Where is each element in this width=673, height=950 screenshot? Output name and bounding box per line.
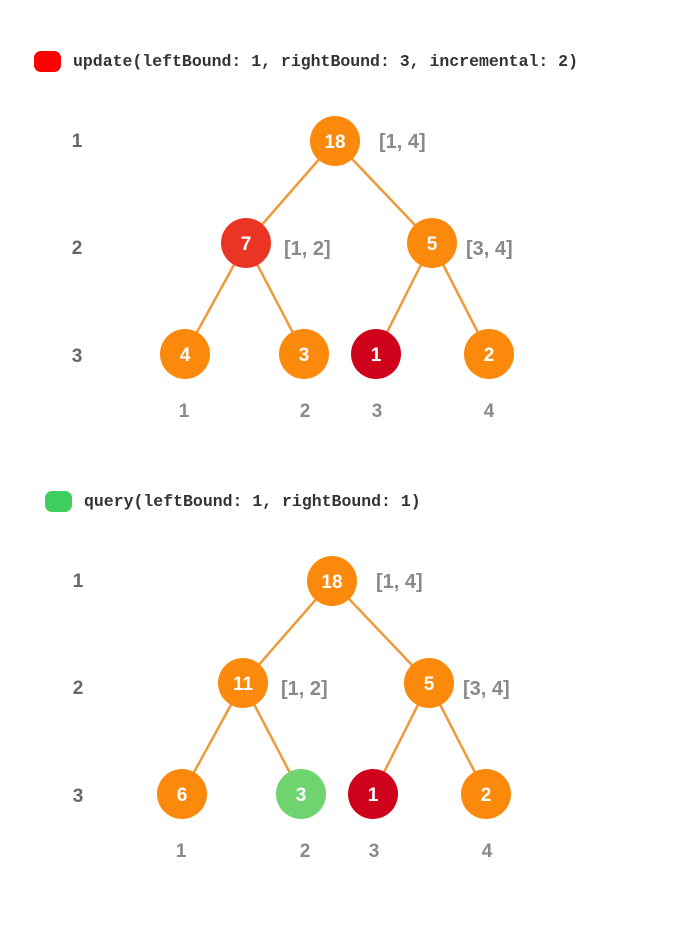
node-right: [404, 658, 454, 708]
node-root-value: 18: [324, 132, 345, 153]
node-leaf-4: [464, 329, 514, 379]
range-label-root: [1, 4]: [379, 131, 426, 153]
node-leaf-1: [160, 329, 210, 379]
range-label-root: [1, 4]: [376, 571, 423, 593]
update-legend-swatch: [34, 51, 61, 72]
leaf-index-3: 3: [369, 841, 380, 862]
range-label-left: [1, 2]: [284, 238, 331, 260]
node-leaf-1: [157, 769, 207, 819]
leaf-index-2: 2: [300, 841, 311, 862]
node-leaf-3-value: 1: [368, 785, 379, 806]
update-segment-tree: 1 2 3 18 7 5 4 3 1 2 [1, 4] [1, 2] [3, 4…: [72, 116, 514, 422]
update-legend: update(leftBound: 1, rightBound: 3, incr…: [34, 51, 578, 72]
node-leaf-3-value: 1: [371, 345, 382, 366]
leaf-index-2: 2: [300, 401, 311, 422]
node-right-value: 5: [427, 234, 438, 255]
node-leaf-3: [351, 329, 401, 379]
node-right: [407, 218, 457, 268]
level-label-1: 1: [72, 131, 83, 152]
node-left: [221, 218, 271, 268]
node-leaf-2-value: 3: [299, 345, 310, 366]
leaf-index-4: 4: [482, 841, 493, 862]
node-root: [310, 116, 360, 166]
leaf-index-4: 4: [484, 401, 495, 422]
leaf-index-1: 1: [179, 401, 190, 422]
update-legend-text: update(leftBound: 1, rightBound: 3, incr…: [73, 52, 578, 71]
range-label-right: [3, 4]: [466, 238, 513, 260]
node-leaf-2: [279, 329, 329, 379]
range-label-left: [1, 2]: [281, 678, 328, 700]
node-leaf-4-value: 2: [481, 785, 492, 806]
query-segment-tree: 1 2 3 18 11 5 6 3 1 2 [1, 4] [1, 2] [3, …: [73, 556, 511, 862]
node-leaf-2: [276, 769, 326, 819]
node-leaf-1-value: 6: [177, 785, 188, 806]
node-leaf-1-value: 4: [180, 345, 191, 366]
node-left-value: 11: [233, 674, 254, 695]
query-legend: query(leftBound: 1, rightBound: 1): [45, 491, 421, 512]
node-root-value: 18: [321, 572, 342, 593]
level-label-3: 3: [73, 786, 84, 807]
leaf-index-1: 1: [176, 841, 187, 862]
node-left-value: 7: [241, 234, 252, 255]
node-leaf-3: [348, 769, 398, 819]
node-leaf-4-value: 2: [484, 345, 495, 366]
node-leaf-2-value: 3: [296, 785, 307, 806]
leaf-index-3: 3: [372, 401, 383, 422]
level-label-2: 2: [72, 238, 83, 259]
query-legend-swatch: [45, 491, 72, 512]
node-right-value: 5: [424, 674, 435, 695]
query-legend-text: query(leftBound: 1, rightBound: 1): [84, 492, 421, 511]
level-label-3: 3: [72, 346, 83, 367]
range-label-right: [3, 4]: [463, 678, 510, 700]
node-root: [307, 556, 357, 606]
level-label-1: 1: [73, 571, 84, 592]
node-left: [218, 658, 268, 708]
node-leaf-4: [461, 769, 511, 819]
level-label-2: 2: [73, 678, 84, 699]
